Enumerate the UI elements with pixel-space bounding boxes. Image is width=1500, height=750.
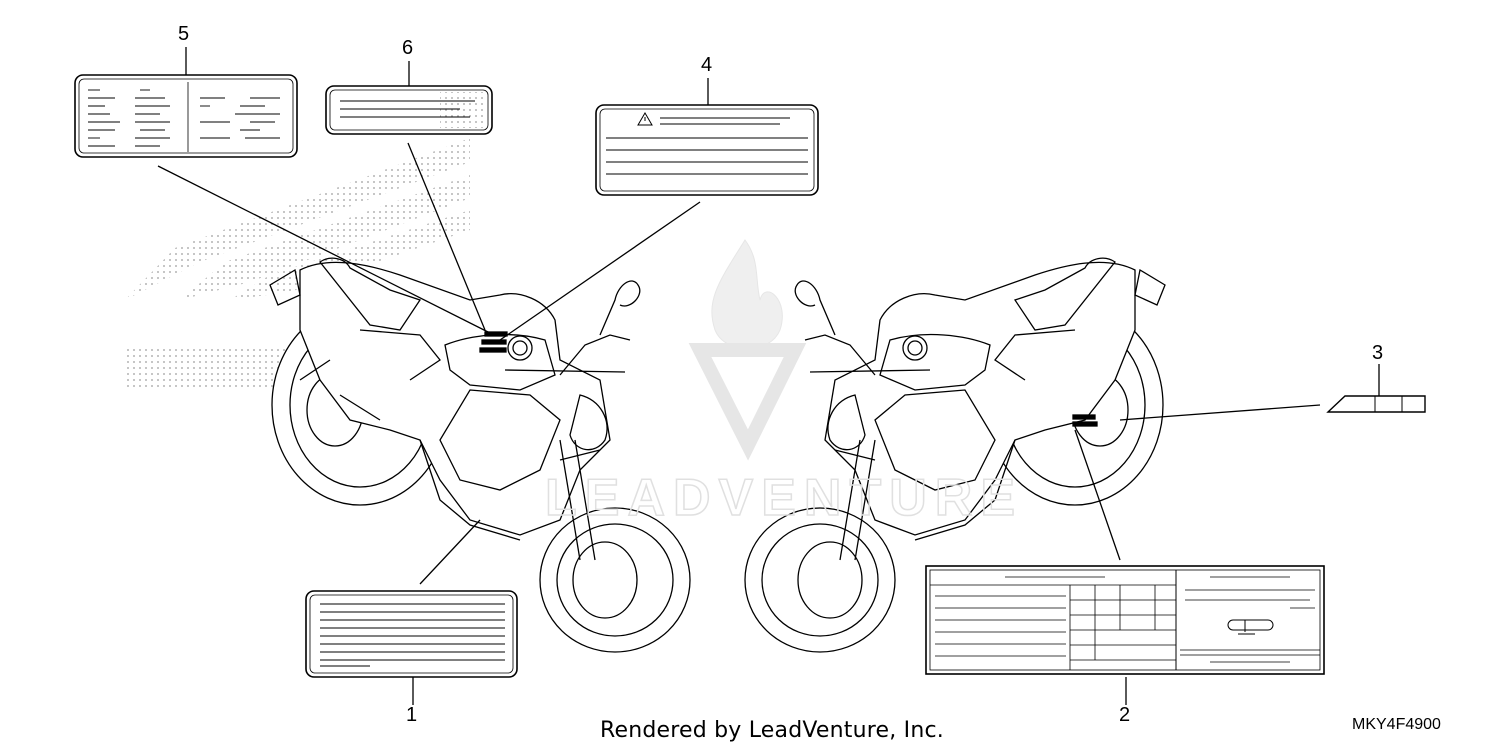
callout-number-1: 1 xyxy=(406,704,418,726)
leader-lines xyxy=(157,47,1380,705)
diagram-part-code: MKY4F4900 xyxy=(1352,716,1441,733)
callout-number-5: 5 xyxy=(178,23,190,45)
callout-number-3: 3 xyxy=(1372,342,1384,364)
watermark-text: LEADVENTURE xyxy=(545,469,1023,527)
motorcycle-left-view xyxy=(269,257,691,653)
label-6-part xyxy=(325,85,493,135)
label-5-part xyxy=(74,74,298,158)
motorcycle-right-view xyxy=(744,257,1166,653)
callout-number-2: 2 xyxy=(1119,704,1131,726)
callout-number-6: 6 xyxy=(402,37,414,59)
render-credit: Rendered by LeadVenture, Inc. xyxy=(600,718,944,743)
flame-v-logo-icon xyxy=(688,239,807,461)
label-1-part xyxy=(305,590,518,678)
callout-number-4: 4 xyxy=(701,54,713,76)
label-3-part xyxy=(1326,395,1426,413)
label-4-part xyxy=(595,104,819,196)
label-2-part xyxy=(925,565,1325,675)
